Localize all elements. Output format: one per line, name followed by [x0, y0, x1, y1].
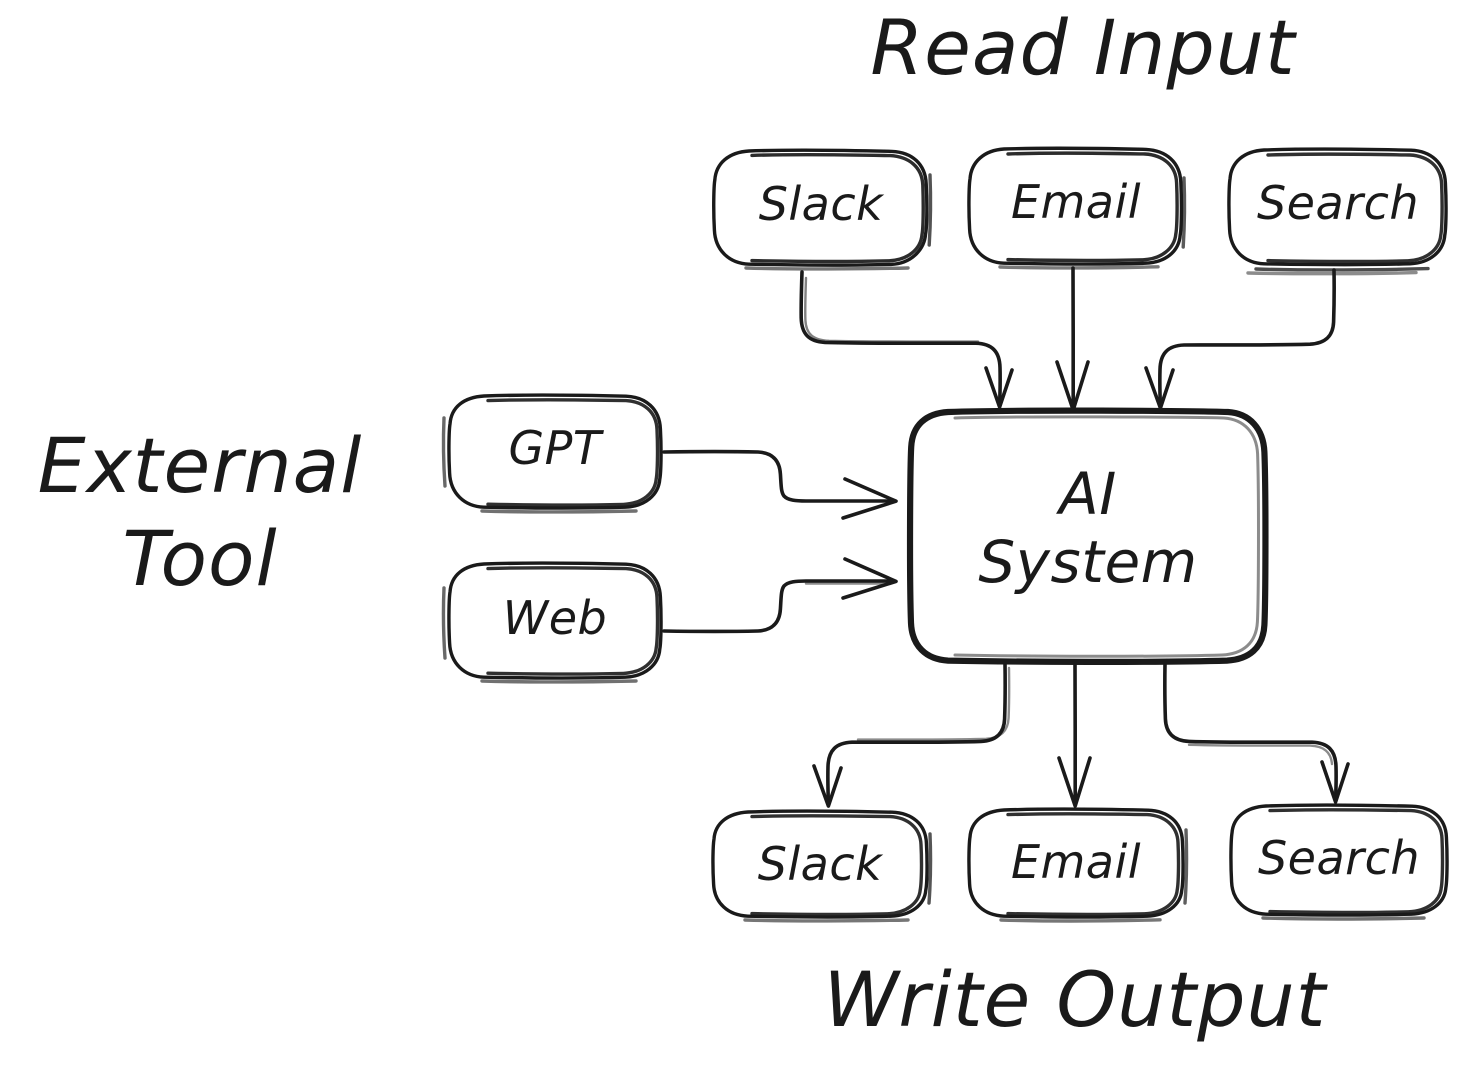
edge-slack-to-ai-system [799, 270, 1014, 409]
tool-web-node[interactable] [448, 563, 662, 679]
tool-gpt-node[interactable] [448, 395, 662, 509]
tool-web-box-shape [441, 561, 663, 684]
edge-gpt-to-ai-system [662, 449, 898, 520]
output-search-node[interactable] [1230, 805, 1448, 916]
output-email-box-shape [967, 807, 1189, 923]
tool-gpt-box-shape [441, 393, 663, 514]
output-slack-box-shape [711, 809, 933, 923]
edge-ai-system-to-search [1163, 662, 1350, 804]
input-search-node[interactable] [1228, 149, 1448, 265]
output-search-box-shape [1229, 803, 1449, 921]
output-email-node[interactable] [968, 809, 1184, 918]
edge-ai-system-to-email [1057, 662, 1092, 808]
input-slack-node[interactable] [713, 150, 929, 266]
ai-system-node[interactable] [910, 410, 1266, 662]
input-email-box-shape [967, 146, 1187, 270]
edge-search-to-ai-system [1144, 268, 1336, 410]
input-email-node[interactable] [968, 148, 1184, 264]
output-slack-node[interactable] [712, 811, 928, 918]
ai-system-box-shape [906, 407, 1269, 665]
edge-email-to-ai-system [1055, 266, 1090, 412]
input-slack-box-shape [712, 148, 933, 271]
edge-web-to-ai-system [662, 557, 898, 634]
edge-ai-system-to-slack [812, 662, 1011, 808]
